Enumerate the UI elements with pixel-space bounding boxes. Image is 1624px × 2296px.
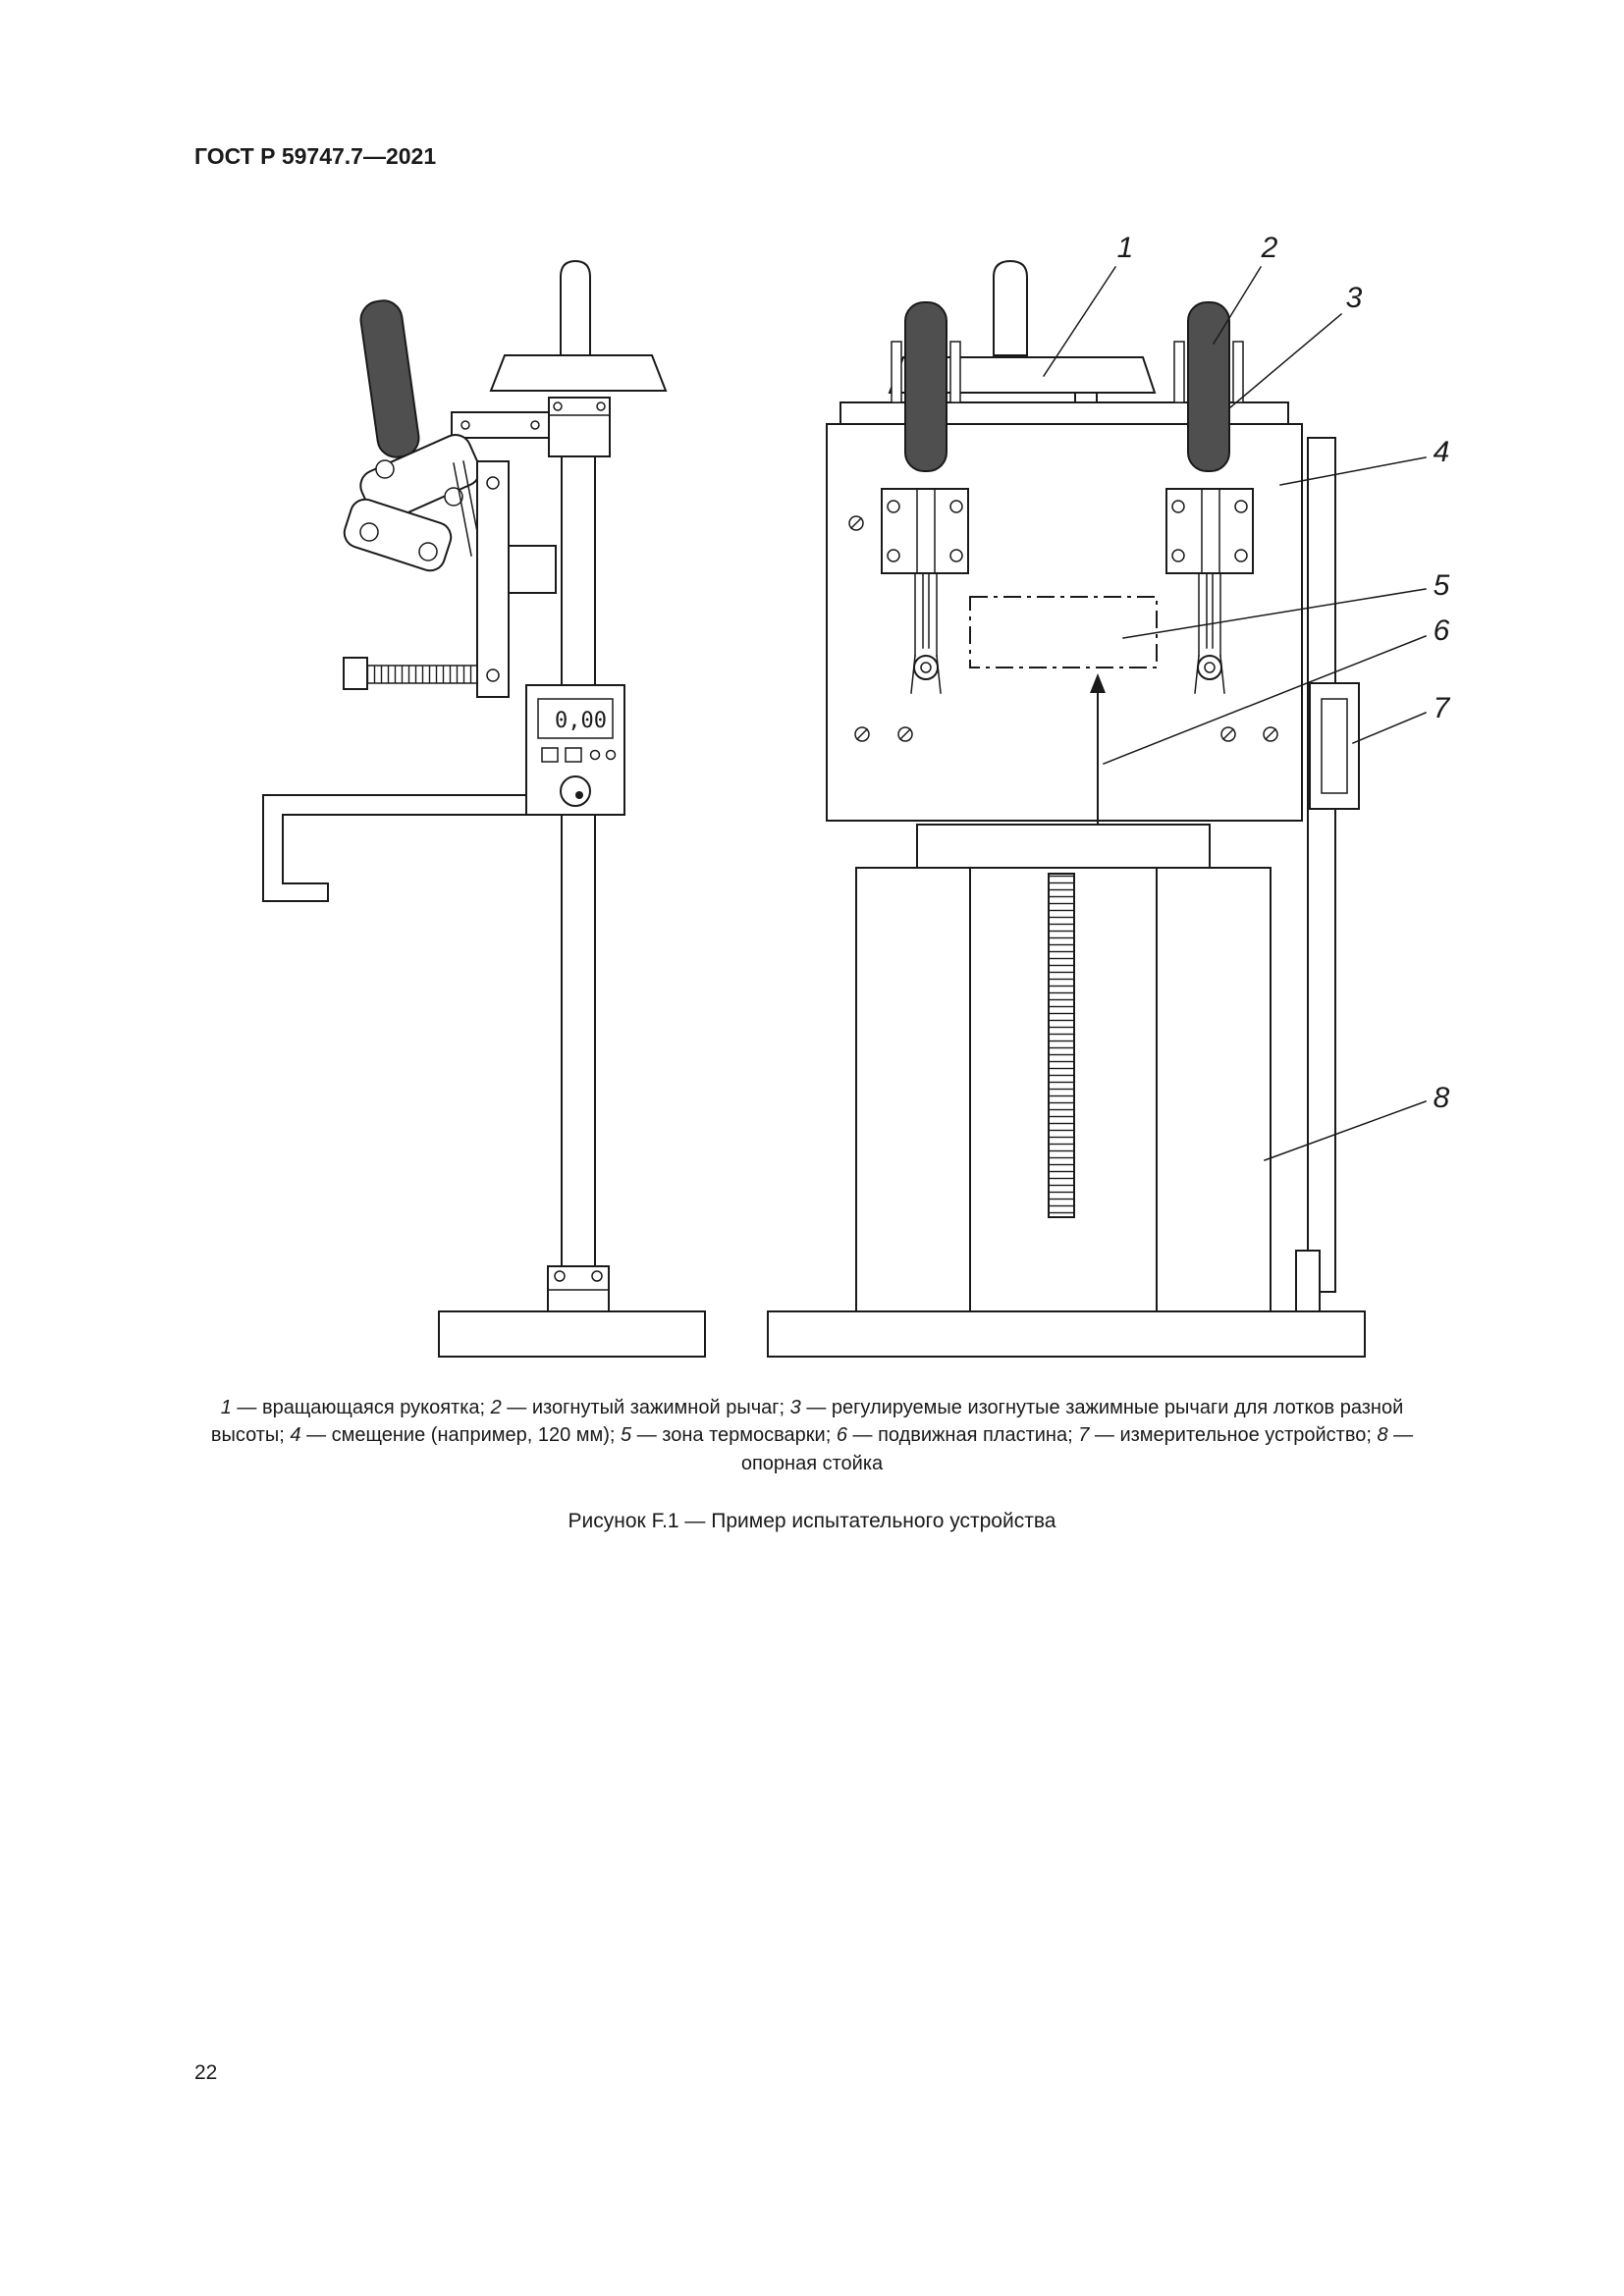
legend-item-number: 4 xyxy=(290,1424,301,1447)
callout-8: 8 xyxy=(1434,1082,1450,1114)
base-plate-side xyxy=(438,1310,706,1358)
callout-2: 2 xyxy=(1261,232,1278,264)
clamp-bracket-left xyxy=(881,488,969,574)
page-number: 22 xyxy=(194,2061,218,2084)
leader-line-8 xyxy=(1264,1100,1427,1161)
leader-line-6 xyxy=(1103,635,1427,765)
machine-body xyxy=(826,423,1303,822)
legend-item-number: 3 xyxy=(789,1397,801,1418)
movable-plate xyxy=(916,824,1211,869)
lead-screw xyxy=(1048,873,1075,1218)
callout-6: 6 xyxy=(1434,614,1450,647)
adjusting-screw xyxy=(343,657,478,690)
legend-item-number: 7 xyxy=(1078,1424,1090,1447)
rotating-handle-side xyxy=(489,354,668,392)
rotating-handle-knob-side xyxy=(560,259,591,356)
legend-item-number: 6 xyxy=(836,1424,847,1447)
digital-indicator: 0,00 xyxy=(525,684,625,816)
column-foot-front xyxy=(1295,1250,1321,1312)
indicator-value: 0,00 xyxy=(555,709,607,733)
legend-item-number: 1 xyxy=(220,1397,232,1418)
callout-7: 7 xyxy=(1434,692,1451,724)
base-plate-front xyxy=(767,1310,1366,1358)
indicator-display xyxy=(537,698,614,739)
callout-4: 4 xyxy=(1434,436,1450,468)
leader-line-2 xyxy=(1212,265,1263,346)
leader-line-1 xyxy=(1042,265,1117,378)
legend-item-number: 2 xyxy=(490,1397,502,1418)
toggle-clamp-linkage xyxy=(343,434,482,572)
leader-line-3 xyxy=(1227,312,1343,410)
support-column xyxy=(1307,437,1336,1293)
front-view xyxy=(767,259,1366,1358)
callout-5: 5 xyxy=(1434,569,1450,602)
leader-line-4 xyxy=(1279,456,1427,486)
clamp-lever-left xyxy=(904,301,947,472)
rotating-handle-knob xyxy=(993,259,1028,356)
stand-leg-right xyxy=(1156,867,1272,1312)
legend-item-number: 8 xyxy=(1377,1424,1388,1447)
callout-1: 1 xyxy=(1117,232,1134,264)
callout-3: 3 xyxy=(1346,282,1363,314)
measuring-device xyxy=(1309,682,1360,810)
leader-line-7 xyxy=(1352,712,1427,744)
document-header: ГОСТ Р 59747.7—2021 xyxy=(194,143,437,169)
figure-caption: Рисунок F.1 — Пример испытательного устр… xyxy=(568,1510,1056,1532)
screw-heads xyxy=(848,515,1278,742)
callouts: 1 2 3 4 5 6 7 8 xyxy=(1042,232,1451,1161)
indicator-button xyxy=(541,747,559,763)
sample-holder-bracket xyxy=(262,794,557,902)
heat-seal-zone xyxy=(969,596,1158,668)
indicator-button xyxy=(565,747,582,763)
clamp-fork-left xyxy=(910,572,942,694)
leader-line-5 xyxy=(1122,588,1427,639)
clamp-fork-right xyxy=(1194,572,1225,694)
clamp-lever-right xyxy=(1187,301,1230,472)
clamp-bracket-right xyxy=(1165,488,1254,574)
toggle-clamp-lever-side xyxy=(359,299,420,458)
stand-leg-left xyxy=(855,867,971,1312)
clamp-mount-plate xyxy=(476,460,510,698)
indicator-knob xyxy=(560,775,591,807)
side-view: 0,00 xyxy=(262,259,706,1358)
figure-legend: 1 — вращающаяся рукоятка; 2 — изогнутый … xyxy=(210,1397,1414,1474)
legend-item-number: 5 xyxy=(621,1424,632,1447)
